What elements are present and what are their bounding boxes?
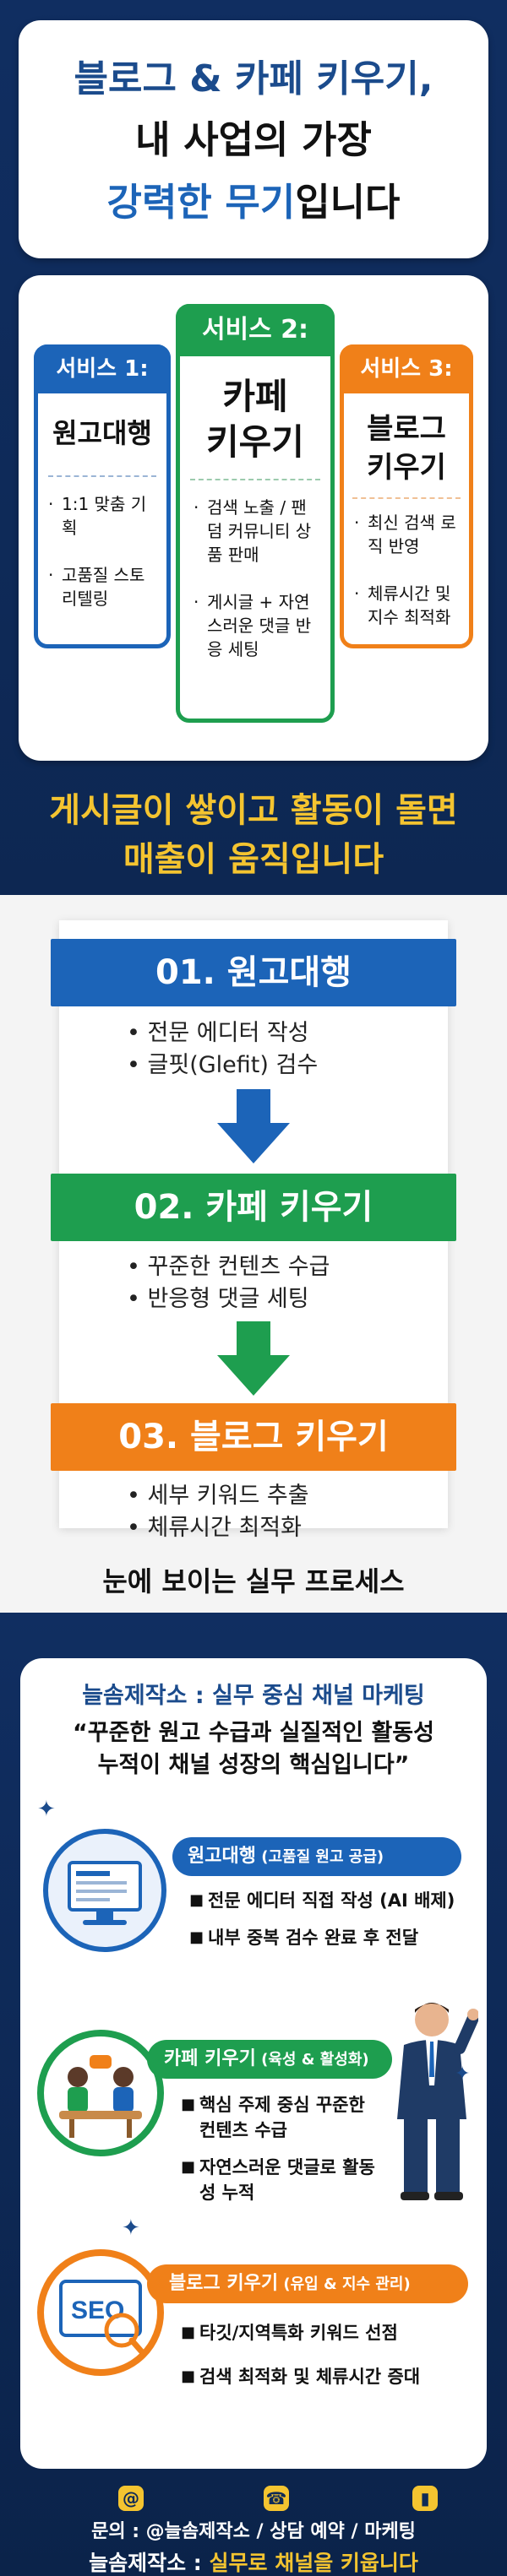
seo-illustration: SEO bbox=[37, 2249, 164, 2376]
brand-line: 늘솜제작소 : 실무로 채널을 키웁니다 bbox=[0, 2546, 507, 2576]
intro-section: 블로그 & 카페 키우기, 내 사업의 가장 강력한 무기입니다 서비스 1: … bbox=[0, 0, 507, 895]
list-item: 자연스러운 댓글로 활동성 누적 bbox=[181, 2155, 375, 2205]
service-1-list: 1:1 맞춤 기획 고품질 스토리텔링 bbox=[48, 492, 158, 634]
pill-blog: 블로그 키우기 (유입 & 지수 관리) bbox=[147, 2264, 468, 2303]
marketing-title: 늘솜제작소 : 실무 중심 채널 마케팅 bbox=[82, 1683, 425, 1709]
service-3-title-2: 키우기 bbox=[367, 451, 446, 485]
manuscript-list: 전문 에디터 직접 작성 (AI 배제) 내부 중복 검수 완료 후 전달 bbox=[189, 1888, 455, 1950]
list-item: 전문 에디터 직접 작성 (AI 배제) bbox=[189, 1888, 455, 1913]
step-3-ribbon: 03. 블로그 키우기 bbox=[51, 1403, 456, 1471]
list-item: 최신 검색 로직 반영 bbox=[354, 511, 461, 558]
phone-icon: ☎ bbox=[264, 2486, 289, 2511]
hero-line-1: 블로그 & 카페 키우기, bbox=[74, 57, 433, 100]
sparkle-icon: ✦ bbox=[122, 2215, 140, 2241]
hero-line-2: 내 사업의 가장 bbox=[135, 117, 372, 162]
list-item: 고품질 스토리텔링 bbox=[48, 563, 158, 610]
list-item: 내부 중복 검수 완료 후 전달 bbox=[189, 1925, 455, 1950]
service-3-header: 서비스 3: bbox=[340, 344, 473, 393]
brand-tagline: 실무로 채널을 키웁니다 bbox=[209, 2551, 418, 2575]
service-card-2: 서비스 2: 카페 키우기 검색 노출 / 팬덤 커뮤니티 상품 판매 게시글 … bbox=[176, 304, 335, 723]
divider bbox=[190, 479, 320, 480]
list-item: 꾸준한 컨텐츠 수급 bbox=[127, 1251, 330, 1283]
service-2-list: 검색 노출 / 팬덤 커뮤니티 상품 판매 게시글 + 자연스러운 댓글 반응 … bbox=[194, 496, 322, 685]
slogan-line-1: 게시글이 쌓이고 활동이 돌면 bbox=[49, 791, 458, 830]
monitor-icon bbox=[43, 1829, 166, 1952]
down-arrow-icon bbox=[217, 1089, 290, 1163]
pill-sub: (고품질 원고 공급) bbox=[255, 1848, 384, 1866]
step-1-ribbon: 01. 원고대행 bbox=[51, 939, 456, 1006]
service-3-list: 최신 검색 로직 반영 체류시간 및 지수 최적화 bbox=[354, 511, 461, 653]
blog-list: 타깃/지역특화 키워드 선점 검색 최적화 및 체류시간 증대 bbox=[181, 2320, 420, 2389]
list-item: 체류시간 최적화 bbox=[127, 1512, 309, 1544]
divider bbox=[48, 475, 156, 477]
list-item: 게시글 + 자연스러운 댓글 반응 세팅 bbox=[194, 590, 322, 661]
service-1-header: 서비스 1: bbox=[34, 344, 171, 393]
step-3-bullets: 세부 키워드 추출 체류시간 최적화 bbox=[127, 1480, 309, 1544]
divider bbox=[352, 497, 461, 499]
seo-magnifier-icon: SEO bbox=[59, 2280, 147, 2357]
service-2-title-1: 카페 bbox=[222, 376, 288, 417]
service-card-3: 서비스 3: 블로그 키우기 최신 검색 로직 반영 체류시간 및 지수 최적화 bbox=[340, 344, 473, 648]
list-item: 글핏(Glefit) 검수 bbox=[127, 1049, 319, 1082]
sparkle-icon: ✦ bbox=[455, 2064, 471, 2085]
hero-line-3-end: 입니다 bbox=[295, 180, 401, 225]
list-item: 1:1 맞춤 기획 bbox=[48, 492, 158, 540]
hero-card: 블로그 & 카페 키우기, 내 사업의 가장 강력한 무기입니다 bbox=[19, 20, 488, 258]
list-item: 핵심 주제 중심 꾸준한 컨텐츠 수급 bbox=[181, 2092, 375, 2143]
team-illustration bbox=[37, 2030, 164, 2156]
marketing-card: 늘솜제작소 : 실무 중심 채널 마케팅 “꾸준한 원고 수급과 실질적인 활동… bbox=[20, 1658, 487, 2469]
marketing-section: 늘솜제작소 : 실무 중심 채널 마케팅 “꾸준한 원고 수급과 실질적인 활동… bbox=[0, 1613, 507, 2576]
service-2-title-2: 키우기 bbox=[206, 421, 304, 463]
brand-name: 늘솜제작소 : bbox=[89, 2551, 210, 2575]
step-2-ribbon: 02. 카페 키우기 bbox=[51, 1174, 456, 1241]
pill-label: 카페 키우기 bbox=[164, 2048, 256, 2069]
step-2-bullets: 꾸준한 컨텐츠 수급 반응형 댓글 세팅 bbox=[127, 1251, 330, 1315]
process-section: 01. 원고대행 전문 에디터 작성 글핏(Glefit) 검수 02. 카페 … bbox=[0, 895, 507, 1613]
at-icon: @ bbox=[118, 2486, 144, 2511]
list-item: 검색 최적화 및 체류시간 증대 bbox=[181, 2364, 420, 2389]
hero-highlight-2: 무기 bbox=[225, 180, 296, 225]
pill-label: 블로그 키우기 bbox=[169, 2273, 279, 2294]
hero-line-3: 강력한 무기입니다 bbox=[19, 176, 488, 230]
service-1-title: 원고대행 bbox=[52, 417, 152, 449]
list-item: 전문 에디터 작성 bbox=[127, 1017, 318, 1049]
list-item: 세부 키워드 추출 bbox=[127, 1480, 309, 1512]
down-arrow-icon bbox=[217, 1321, 290, 1396]
pill-manuscript: 원고대행 (고품질 원고 공급) bbox=[172, 1837, 461, 1876]
step-1-bullets: 전문 에디터 작성 글핏(Glefit) 검수 bbox=[127, 1017, 319, 1082]
seo-text: SEO bbox=[71, 2297, 124, 2324]
cafe-list: 핵심 주제 중심 꾸준한 컨텐츠 수급 자연스러운 댓글로 활동성 누적 bbox=[181, 2092, 375, 2205]
services-panel: 서비스 1: 원고대행 1:1 맞춤 기획 고품질 스토리텔링 서비스 2: 카… bbox=[19, 275, 488, 761]
list-item: 반응형 댓글 세팅 bbox=[127, 1283, 330, 1315]
list-item: 타깃/지역특화 키워드 선점 bbox=[181, 2320, 420, 2346]
list-item: 검색 노출 / 팬덤 커뮤니티 상품 판매 bbox=[194, 496, 322, 567]
pill-label: 원고대행 bbox=[188, 1846, 256, 1867]
hero-highlight-1: 강력한 bbox=[106, 180, 226, 225]
pill-sub: (육성 & 활성화) bbox=[255, 2051, 369, 2069]
slogan-line-2: 매출이 움직입니다 bbox=[123, 840, 384, 879]
contact-line: 문의 : @늘솜제작소 / 상담 예약 / 마케팅 bbox=[91, 2521, 416, 2542]
marketing-quote-2: 누적이 채널 성장의 핵심입니다” bbox=[97, 1752, 410, 1778]
pill-cafe: 카페 키우기 (육성 & 활성화) bbox=[147, 2040, 392, 2079]
service-card-1: 서비스 1: 원고대행 1:1 맞춤 기획 고품질 스토리텔링 bbox=[34, 344, 171, 648]
list-item: 체류시간 및 지수 최적화 bbox=[354, 582, 461, 629]
service-3-title-1: 블로그 bbox=[367, 412, 446, 446]
team-meeting-icon bbox=[59, 2055, 142, 2138]
sparkle-icon: ✦ bbox=[37, 1797, 56, 1822]
marketing-quote-1: “꾸준한 원고 수급과 실질적인 활동성 bbox=[73, 1720, 434, 1746]
chart-icon: ▮ bbox=[412, 2486, 438, 2511]
monitor-illustration bbox=[37, 1827, 172, 1954]
pill-sub: (유입 & 지수 관리) bbox=[278, 2275, 411, 2293]
service-2-header: 서비스 2: bbox=[176, 304, 335, 356]
process-caption: 눈에 보이는 실무 프로세스 bbox=[102, 1565, 405, 1597]
businessman-icon bbox=[397, 2003, 478, 2200]
